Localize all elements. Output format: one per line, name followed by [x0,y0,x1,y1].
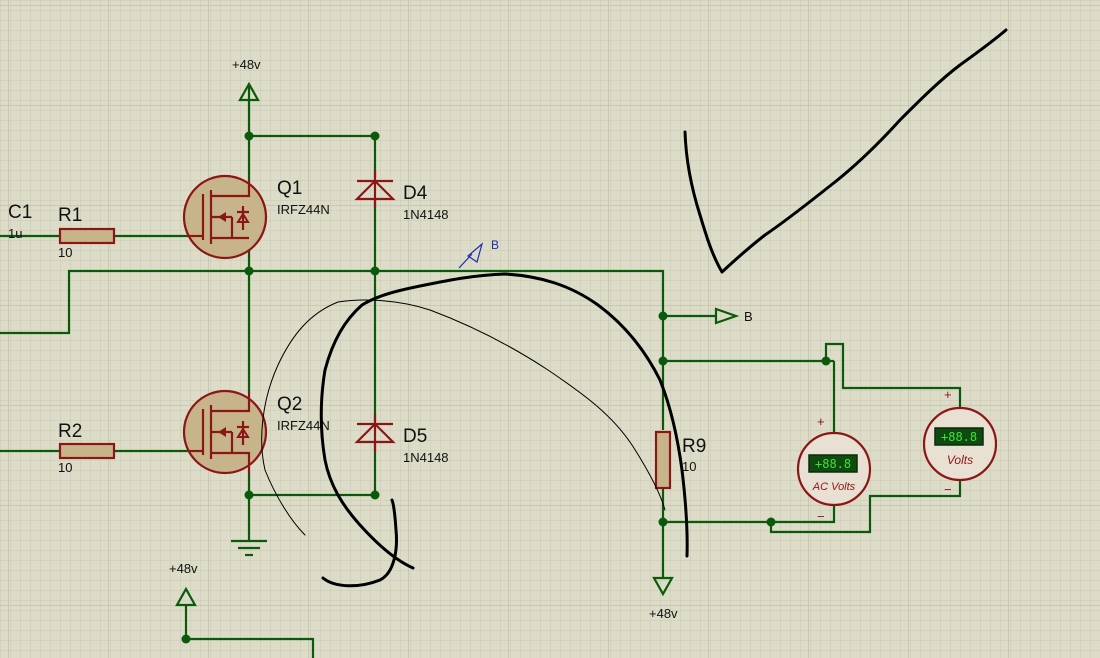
mosfet-q1[interactable]: Q1 IRFZ44N [182,174,330,260]
dc-voltmeter[interactable]: +88.8 Volts + − [922,387,998,497]
ground-symbol[interactable] [231,539,267,557]
q1-value: IRFZ44N [277,202,330,217]
dc-voltmeter-minus: − [944,482,952,497]
ac-voltmeter[interactable]: +88.8 AC Volts + − [796,414,872,524]
resistor-r9[interactable]: R9 10 [654,430,706,490]
power-terminal-bottom-left[interactable]: +48v [169,561,198,607]
terminal-b-label: B [744,309,753,324]
c1-ref: C1 [8,202,32,223]
capacitor-c1-label[interactable]: C1 1u [8,202,32,241]
dc-voltmeter-display: +88.8 [941,430,977,444]
ac-voltmeter-plus: + [817,414,825,429]
ink-thick-arch [319,272,689,570]
r2-value: 10 [58,460,72,475]
power-label-top: +48v [232,57,261,72]
ac-voltmeter-label: AC Volts [812,481,856,493]
terminal-b[interactable]: B [714,307,753,325]
resistor-r2[interactable]: R2 10 [58,421,116,475]
probe-b-label: B [491,238,499,252]
junctions [181,131,831,644]
power-terminal-right[interactable]: +48v [649,576,678,621]
r9-value: 10 [682,459,696,474]
resistor-r1[interactable]: R1 10 [58,205,116,260]
diode-d5[interactable]: D5 1N4148 [354,414,449,465]
r1-ref: R1 [58,205,82,226]
q2-ref: Q2 [277,394,302,415]
q2-value: IRFZ44N [277,418,330,433]
r2-ref: R2 [58,421,82,442]
r9-ref: R9 [682,436,706,457]
dc-voltmeter-label: Volts [947,453,973,467]
voltage-probe-b[interactable]: B [458,238,499,269]
power-terminal-top[interactable]: +48v [232,57,261,102]
d4-ref: D4 [403,183,428,204]
d5-value: 1N4148 [403,450,449,465]
ac-voltmeter-minus: − [817,509,825,524]
power-label-bottom-left: +48v [169,561,198,576]
freehand-annotations [261,28,1008,588]
mosfet-q2[interactable]: Q2 IRFZ44N [182,389,330,475]
q1-ref: Q1 [277,178,302,199]
ink-thin-arc [261,299,666,536]
ink-bottom-hook [321,498,398,588]
wires [0,100,962,658]
r1-value: 10 [58,245,72,260]
ink-v-mark [683,28,1008,274]
d4-value: 1N4148 [403,207,449,222]
d5-ref: D5 [403,426,427,447]
power-label-right: +48v [649,606,678,621]
c1-value: 1u [8,226,22,241]
diode-d4[interactable]: D4 1N4148 [354,170,449,222]
dc-voltmeter-plus: + [944,387,952,402]
ac-voltmeter-display: +88.8 [815,457,851,471]
